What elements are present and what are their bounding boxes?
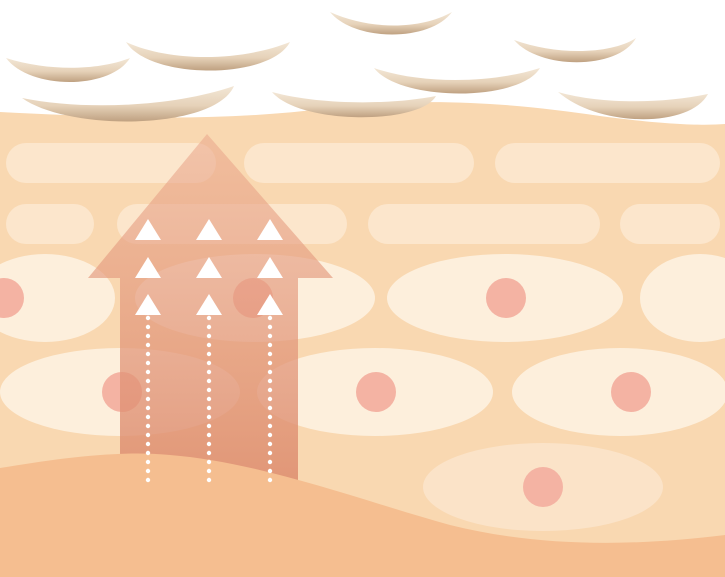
track-dot xyxy=(146,352,150,356)
track-dot xyxy=(146,451,150,455)
track-dot xyxy=(207,370,211,374)
cell-row-4 xyxy=(0,348,725,436)
track-dot xyxy=(146,469,150,473)
track-dot xyxy=(207,334,211,338)
track-dot xyxy=(146,442,150,446)
track-dot xyxy=(268,370,272,374)
track-dot xyxy=(268,334,272,338)
track-dot xyxy=(146,415,150,419)
track-dot xyxy=(207,379,211,383)
track-dot xyxy=(146,433,150,437)
track-dot xyxy=(268,442,272,446)
track-dot xyxy=(268,397,272,401)
track-dot xyxy=(146,424,150,428)
track-dot xyxy=(268,415,272,419)
track-dot xyxy=(146,316,150,320)
track-dot xyxy=(146,397,150,401)
track-dot xyxy=(146,406,150,410)
track-dot xyxy=(146,334,150,338)
track-dot xyxy=(207,343,211,347)
track-dot xyxy=(268,316,272,320)
track-dot xyxy=(268,433,272,437)
track-dot xyxy=(207,460,211,464)
track-dot xyxy=(207,415,211,419)
track-dot xyxy=(207,388,211,392)
track-dot xyxy=(207,424,211,428)
track-dot xyxy=(268,352,272,356)
track-dot xyxy=(207,442,211,446)
track-dot xyxy=(268,379,272,383)
track-dot xyxy=(207,325,211,329)
track-dot xyxy=(207,316,211,320)
track-dot xyxy=(207,361,211,365)
surface-bands xyxy=(6,143,720,183)
track-dot xyxy=(268,388,272,392)
deep-cell xyxy=(423,443,663,531)
track-dot xyxy=(146,478,150,482)
track-dot xyxy=(146,379,150,383)
track-dot xyxy=(146,343,150,347)
track-dot xyxy=(268,343,272,347)
track-dot xyxy=(146,388,150,392)
track-dot xyxy=(268,460,272,464)
track-dot xyxy=(207,451,211,455)
track-dot xyxy=(207,469,211,473)
track-dot xyxy=(268,451,272,455)
track-dot xyxy=(268,469,272,473)
track-dot xyxy=(146,361,150,365)
track-dot xyxy=(207,433,211,437)
track-dot xyxy=(207,397,211,401)
track-dot xyxy=(268,361,272,365)
track-dot xyxy=(146,460,150,464)
track-dot xyxy=(207,406,211,410)
track-dot xyxy=(268,478,272,482)
track-dot xyxy=(268,424,272,428)
track-dot xyxy=(146,325,150,329)
track-dot xyxy=(268,406,272,410)
track-dot xyxy=(146,370,150,374)
track-dot xyxy=(268,325,272,329)
track-dot xyxy=(207,478,211,482)
track-dot xyxy=(207,352,211,356)
